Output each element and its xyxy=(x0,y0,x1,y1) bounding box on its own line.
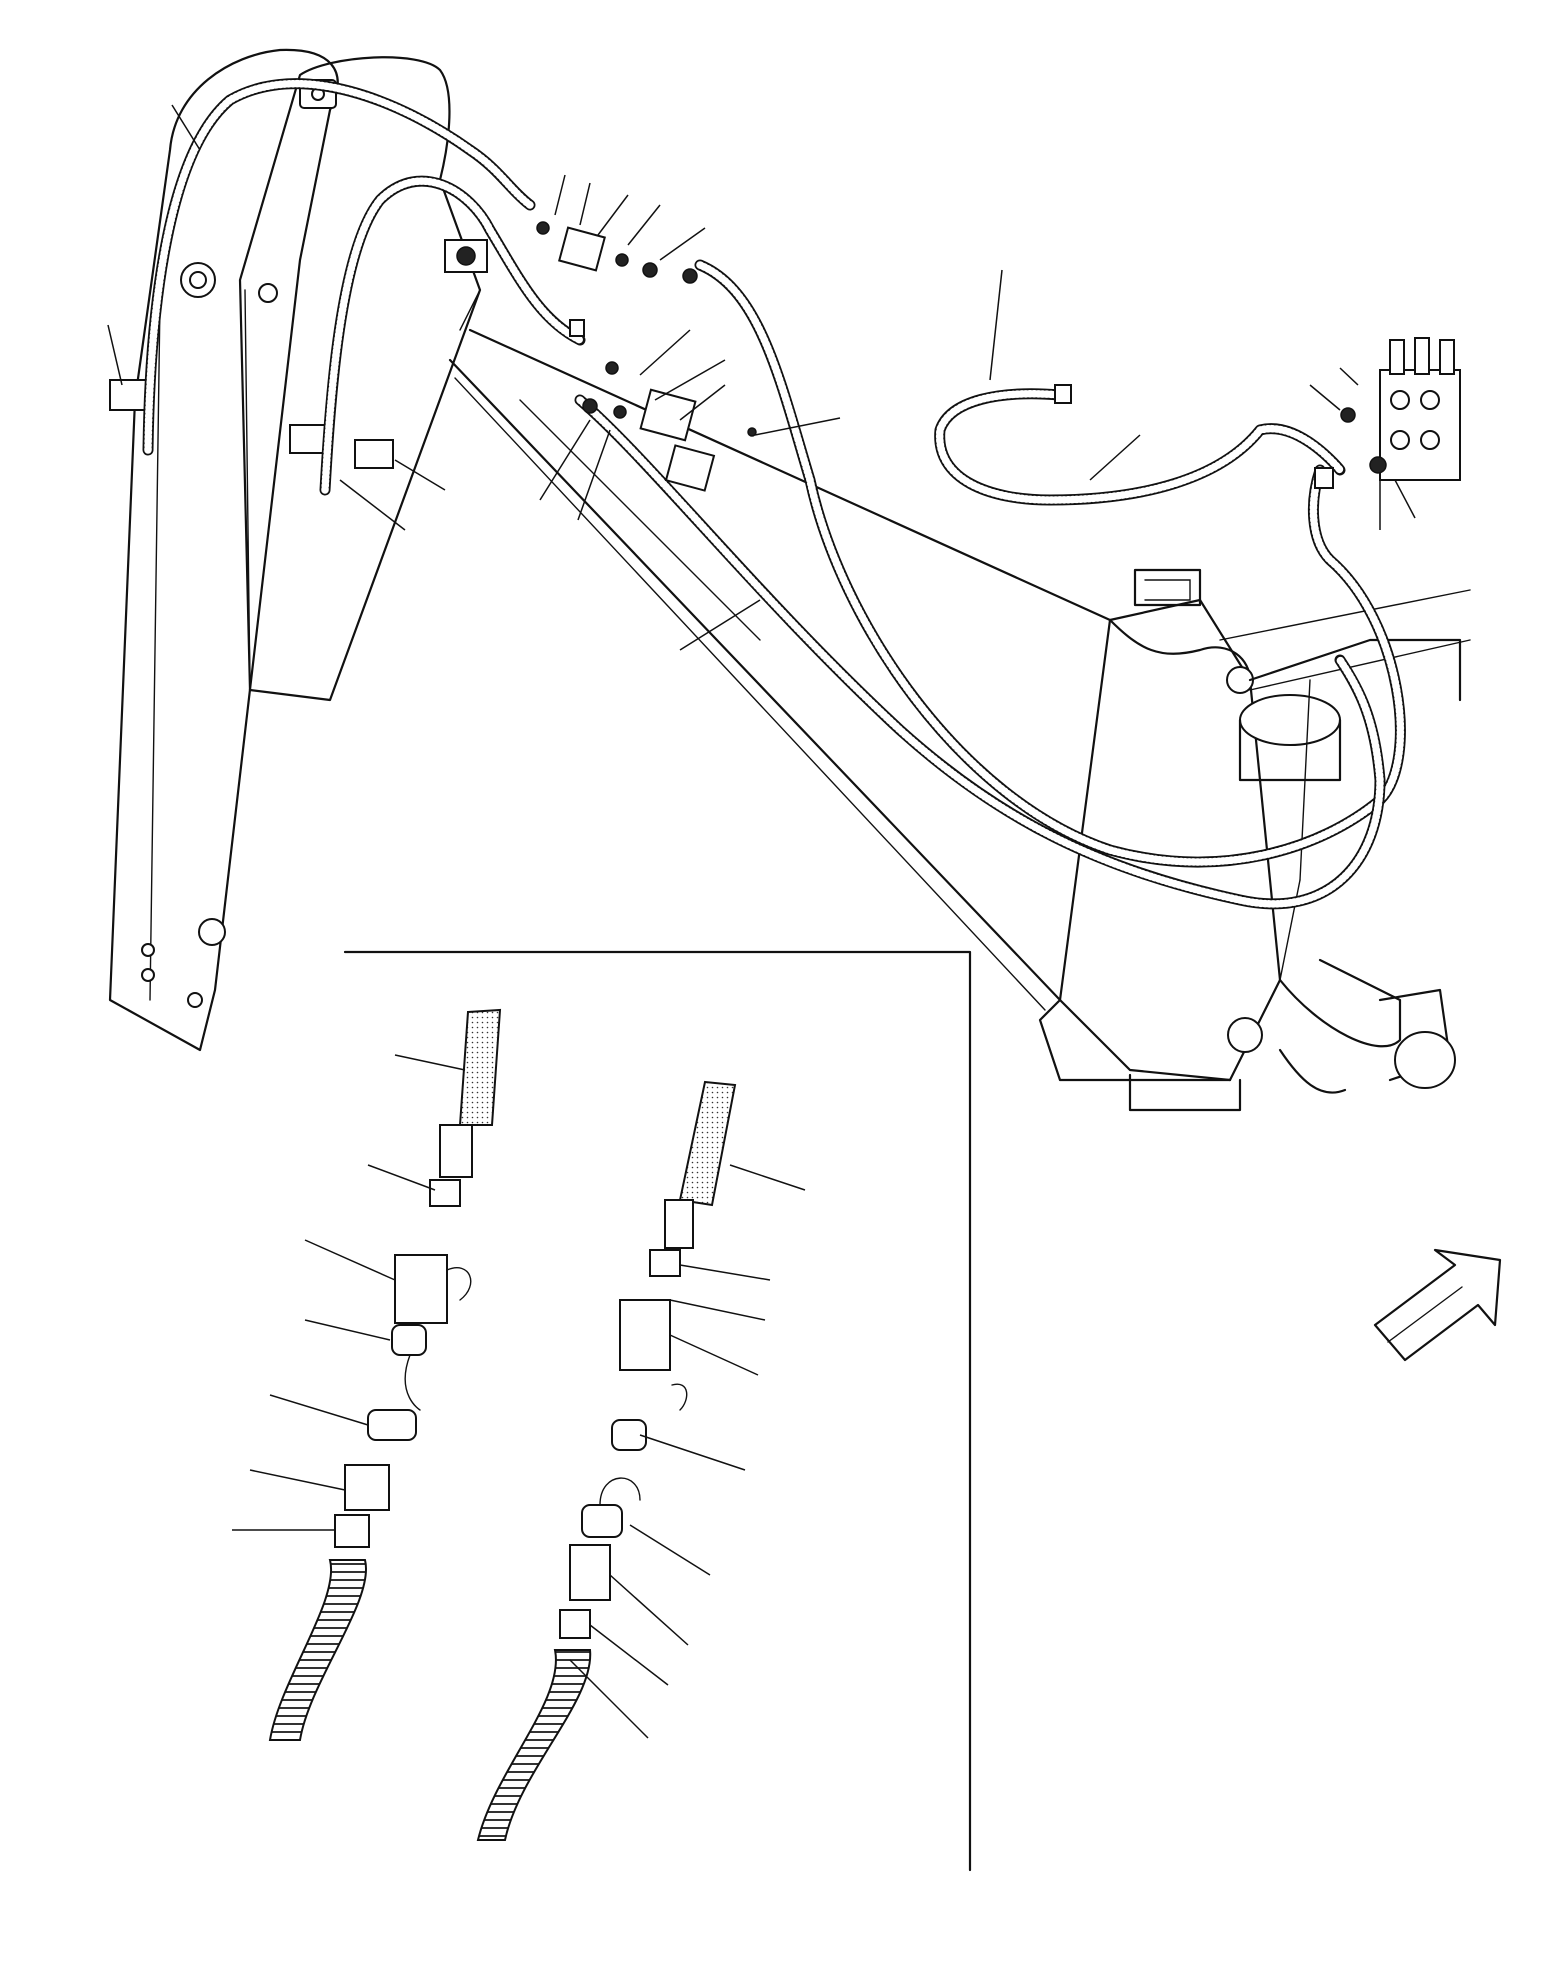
dipper-arm xyxy=(108,48,488,1052)
swing-bracket xyxy=(1038,568,1471,1112)
control-valve xyxy=(1340,337,1461,481)
detail-frame xyxy=(343,950,972,1872)
hydraulic-hoses xyxy=(142,78,1406,910)
hose-fittings xyxy=(536,221,757,492)
quick-coupler-right xyxy=(476,1080,737,1841)
callout-leaders xyxy=(107,104,1416,1739)
arrow-icon xyxy=(1373,1248,1502,1362)
quick-coupler-left xyxy=(268,1008,502,1741)
boom xyxy=(448,328,1112,1011)
